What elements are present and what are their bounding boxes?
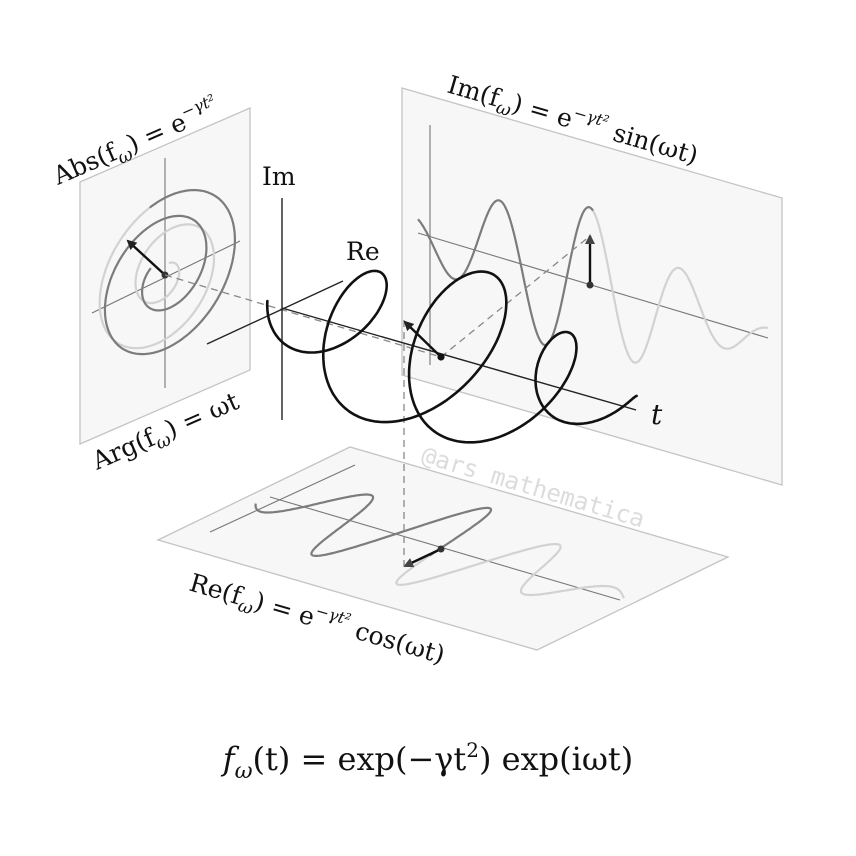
real-wave-light <box>395 543 625 599</box>
t-axis <box>281 307 637 411</box>
real-panel-vertical-axis <box>209 464 356 533</box>
re-axis-label: Re <box>346 237 380 266</box>
main-phasor-origin <box>437 353 445 361</box>
real-phasor-arrow <box>403 547 442 568</box>
t-axis-label: t <box>651 398 663 431</box>
real-wave-mid <box>254 493 493 557</box>
helix-curve <box>265 269 638 444</box>
imag-wave-mid <box>417 199 594 347</box>
real-phasor-origin <box>437 545 445 553</box>
im-axis-label: Im <box>262 162 296 191</box>
re-axis <box>206 280 344 345</box>
imag-wave-light <box>592 210 769 364</box>
imaginary-projection <box>417 125 769 365</box>
spiral-mid-projection <box>103 189 236 356</box>
main-formula: fω(t) = exp(−γt2) exp(iωt) <box>221 738 634 784</box>
main-phasor-arrow <box>403 320 442 358</box>
real-panel-time-axis <box>269 496 621 601</box>
polar-phasor-arrow <box>126 239 166 276</box>
real-projection <box>209 464 625 601</box>
imag-phasor-origin <box>586 281 594 289</box>
dashed-projection-to-imag <box>440 235 591 358</box>
